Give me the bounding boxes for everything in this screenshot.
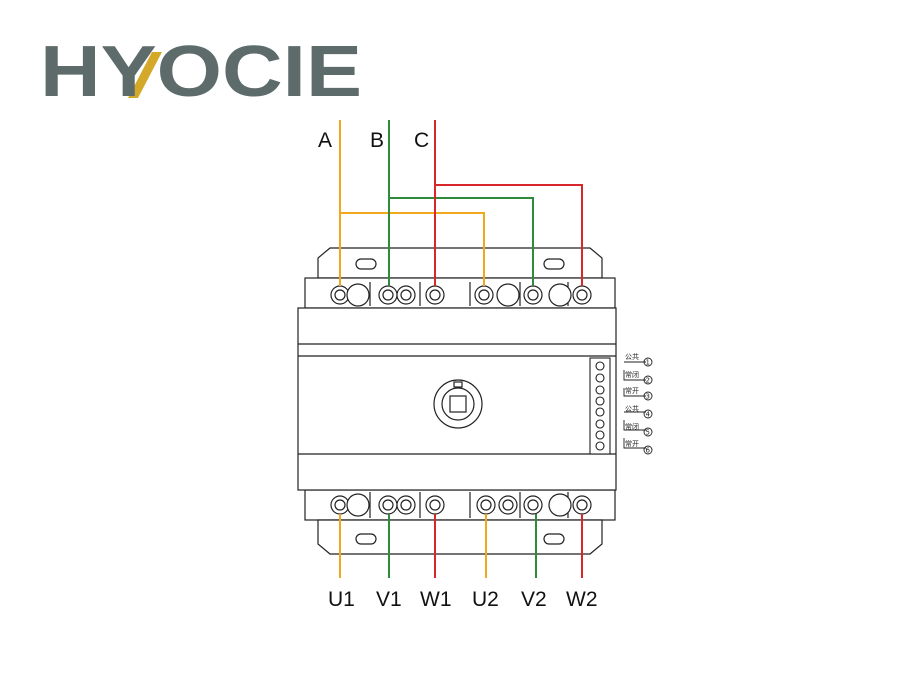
output-v2-label: V2 — [521, 588, 547, 611]
terminal-screw — [576, 499, 588, 511]
input-wires — [339, 120, 583, 286]
terminal-screw — [496, 283, 520, 307]
terminal-screw — [400, 289, 412, 301]
output-u2-label: U2 — [472, 588, 499, 611]
top-mount-slot-right — [543, 258, 565, 270]
aux-no-2: 常开 — [625, 439, 639, 448]
phase-a-label: A — [318, 129, 332, 152]
output-w1-label: W1 — [420, 588, 452, 611]
terminal-screw — [480, 499, 492, 511]
terminal-screw — [527, 499, 539, 511]
terminal-screw — [527, 289, 539, 301]
terminal-screw — [382, 499, 394, 511]
terminal-screw — [400, 499, 412, 511]
rotary-handle — [433, 379, 483, 429]
aux-num-3: 3 — [646, 393, 650, 401]
terminal-screw — [382, 289, 394, 301]
aux-num-6: 6 — [646, 447, 651, 455]
phase-b-label: B — [370, 129, 384, 152]
output-u1-label: U1 — [328, 588, 355, 611]
brand-logo: HYOCIE — [40, 32, 362, 112]
terminal-screw — [429, 499, 441, 511]
aux-num-5: 5 — [646, 429, 650, 437]
terminal-screw — [429, 289, 441, 301]
phase-c-label: C — [414, 129, 429, 152]
logo-text: HYOCIE — [40, 32, 362, 112]
aux-nc-2: 常闭 — [625, 422, 639, 431]
aux-no-1: 常开 — [625, 386, 639, 395]
terminal-screw — [548, 283, 572, 307]
terminal-screw — [346, 493, 370, 517]
top-terminals — [330, 282, 592, 307]
aux-terminal-strip — [589, 357, 611, 455]
aux-nc-1: 常闭 — [625, 370, 639, 379]
terminal-screw — [576, 289, 588, 301]
wire-phase-b-branch — [389, 197, 534, 286]
aux-num-4: 4 — [646, 411, 651, 419]
terminal-screw — [478, 289, 490, 301]
wire-phase-c-branch — [435, 184, 583, 286]
aux-common-1: 公共 — [625, 352, 639, 361]
logo-accent-mark — [128, 52, 162, 98]
top-mount-slot-left — [355, 258, 377, 270]
terminal-screw — [334, 499, 346, 511]
terminal-screw — [346, 283, 370, 307]
aux-common-2: 公共 — [625, 404, 639, 413]
output-wires — [339, 514, 583, 578]
terminal-screw — [502, 499, 514, 511]
output-v1-label: V1 — [376, 588, 402, 611]
aux-contact-schematic — [623, 357, 653, 455]
bottom-mount-slot-right — [543, 533, 565, 545]
terminal-screw — [334, 289, 346, 301]
output-w2-label: W2 — [566, 588, 598, 611]
bottom-mount-slot-left — [355, 533, 377, 545]
aux-num-1: 1 — [646, 359, 650, 367]
terminal-screw — [548, 493, 572, 517]
aux-num-2: 2 — [646, 377, 650, 385]
